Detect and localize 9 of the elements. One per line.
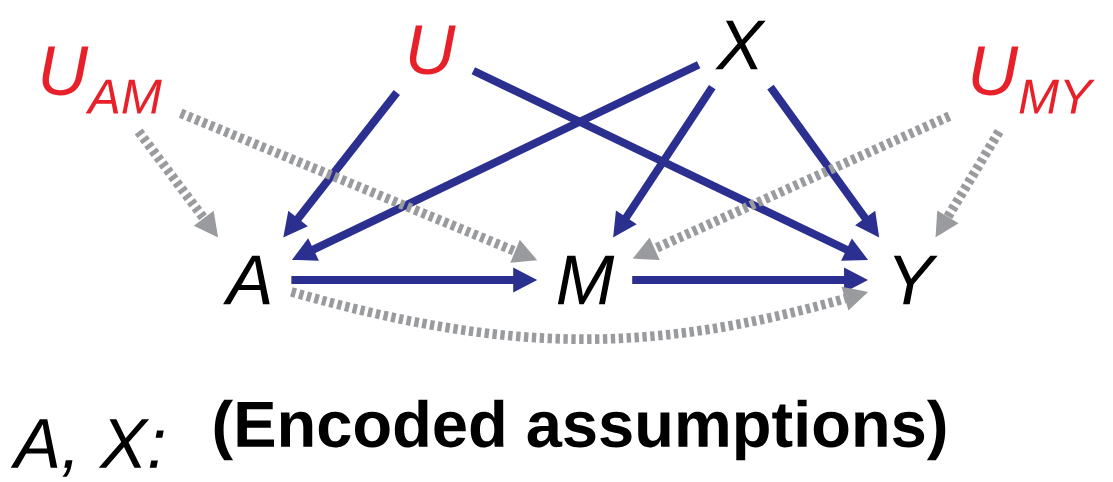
variable-label: U$_{MY}$ [972, 46, 1095, 114]
label: A, X: [10, 419, 164, 477]
variable-label: M [557, 255, 615, 305]
variable-label: Y [893, 255, 938, 305]
caption: (Encoded assumptions) [214, 399, 946, 461]
variable-label: A [223, 255, 270, 305]
variable-label: U$_{AM}$ [42, 46, 162, 114]
variable-label: U [409, 25, 456, 75]
variable-label: X [715, 20, 766, 70]
